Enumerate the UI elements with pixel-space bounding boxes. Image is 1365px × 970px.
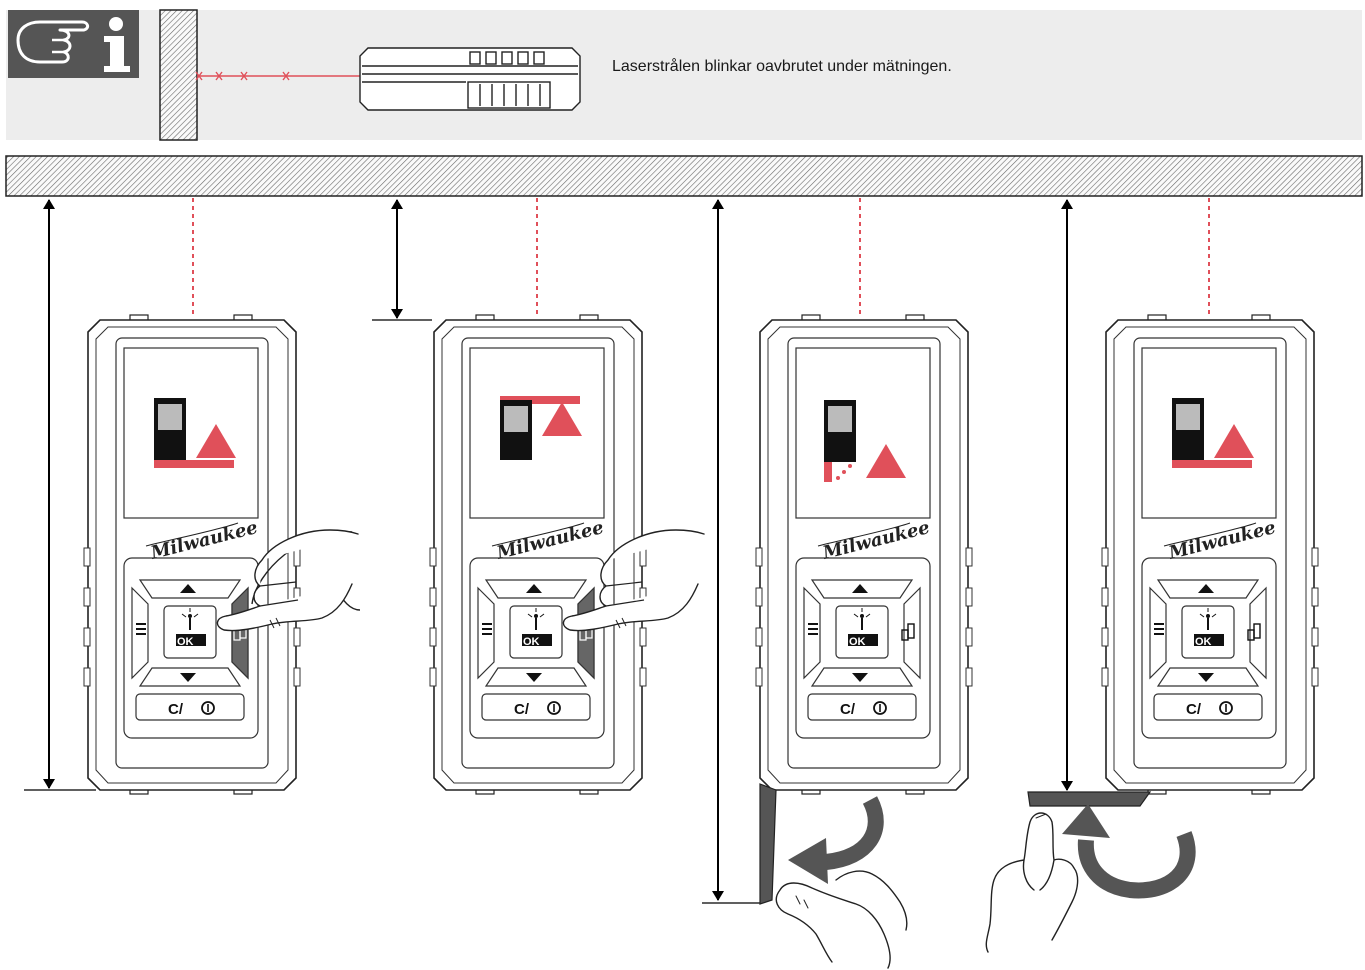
- clear-power-label: C/: [840, 701, 856, 718]
- device-panel-rear-reference: Milwaukee OK C/: [83, 314, 301, 795]
- info-banner: [6, 10, 1362, 140]
- ceiling-wall: [5, 155, 1363, 197]
- clear-power-label: C/: [168, 701, 184, 718]
- reference-pin-unfolded: [759, 783, 777, 905]
- info-banner-text: Laserstrålen blinkar oavbrutet under mät…: [612, 58, 952, 75]
- device-panel-rear-pin-folded: Milwaukee OK C/: [1101, 314, 1319, 795]
- ok-button-label: OK: [523, 636, 540, 648]
- screen-pin-reference-icon: [824, 400, 906, 482]
- hand-pressing-button-1: [216, 529, 361, 632]
- hand-folding-pin-up: [985, 812, 1079, 953]
- device-side-view: [359, 47, 581, 111]
- pointing-hand-info-icon: [8, 10, 139, 78]
- reference-icon: [901, 623, 915, 641]
- ok-button-label: OK: [849, 636, 866, 648]
- wall: [159, 9, 198, 141]
- reference-pin-folded: [1027, 791, 1152, 807]
- clear-power-label: C/: [514, 701, 530, 718]
- screen-rear-reference-icon: [154, 398, 236, 468]
- device-panel-pin-reference: Milwaukee OK C/: [755, 314, 973, 795]
- screen-front-reference-icon: [500, 396, 582, 460]
- ok-button-label: OK: [177, 636, 194, 648]
- hand-pressing-button-2: [562, 529, 705, 632]
- blinking-laser-beam: [195, 71, 360, 81]
- clear-power-label: C/: [1186, 701, 1202, 718]
- laser-lines: [192, 198, 1210, 316]
- hand-folding-pin-down: [775, 870, 908, 969]
- dimension-arrows: [24, 199, 1073, 904]
- screen-rear-reference-icon: [1172, 398, 1254, 468]
- ok-button-label: OK: [1195, 636, 1212, 648]
- curved-arrow-fold-down-icon: [788, 796, 884, 884]
- reference-icon: [1247, 623, 1261, 641]
- device-panel-front-reference: Milwaukee OK C/: [429, 314, 647, 795]
- curved-arrow-fold-up-icon: [1062, 804, 1196, 899]
- info-banner-text-wrap: Laserstrålen blinkar oavbrutet under mät…: [612, 58, 952, 75]
